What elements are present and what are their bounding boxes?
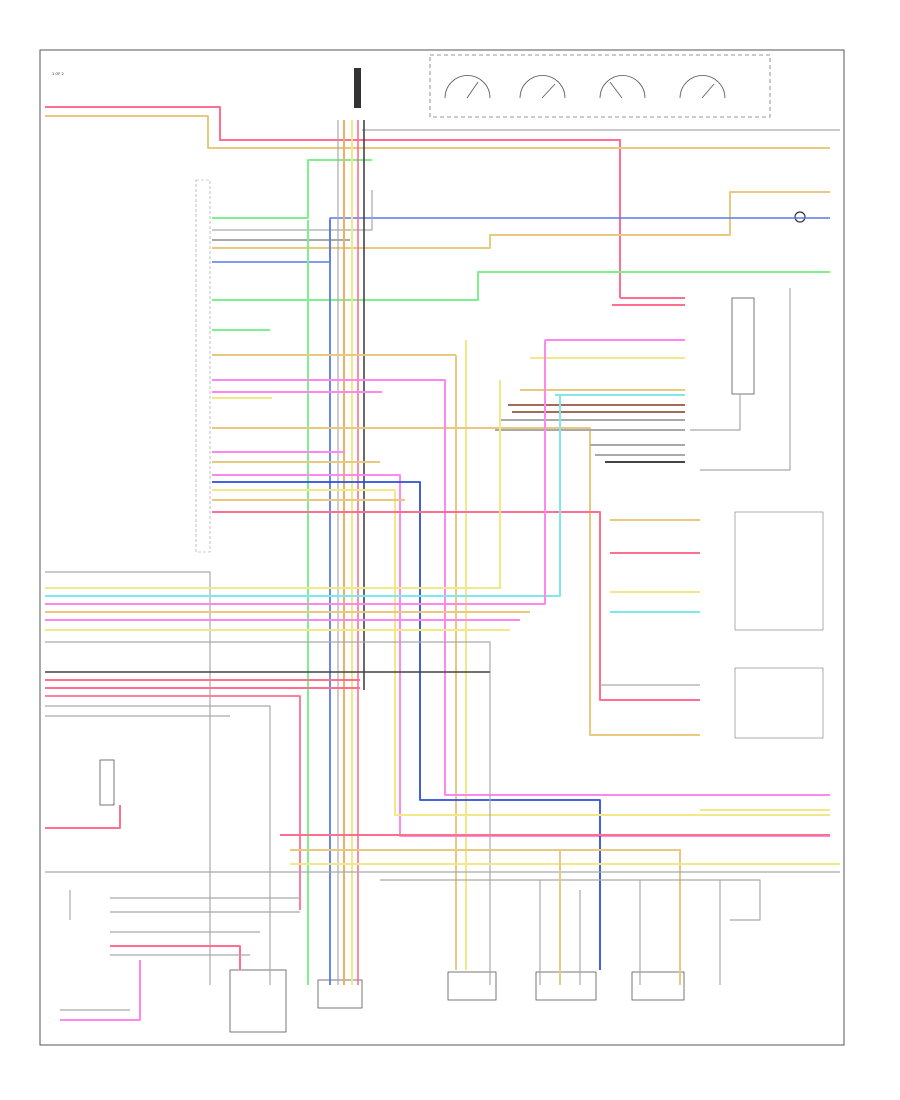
wire-dk-blue xyxy=(212,481,601,970)
wire-yellow xyxy=(212,489,830,816)
wire-tan xyxy=(45,115,830,149)
wire-gray xyxy=(380,879,761,921)
wire-yellow xyxy=(45,380,501,589)
wire-red xyxy=(45,805,121,829)
lamp-icon xyxy=(794,211,806,223)
wire-pink xyxy=(60,960,141,1021)
range-switch-box xyxy=(731,297,755,395)
wire-gray xyxy=(700,288,791,471)
wire-pink xyxy=(45,340,546,605)
wire-gray xyxy=(690,394,741,431)
bottom-component-1 xyxy=(229,969,287,1033)
wire-gray xyxy=(212,190,373,231)
wire-lt-green xyxy=(212,271,830,301)
wire-tan xyxy=(290,849,681,985)
wire-lt-green xyxy=(212,159,372,219)
wire-red xyxy=(45,695,301,910)
wire-gray xyxy=(45,571,211,985)
instrument-cluster-box xyxy=(429,54,771,118)
wire-red xyxy=(110,945,241,970)
wire-group xyxy=(45,106,840,1021)
speed-sensor-box-2 xyxy=(734,667,824,739)
wire-gray xyxy=(45,705,271,985)
wire-gray xyxy=(45,641,491,985)
wire-pink xyxy=(212,474,830,837)
diagram-frame xyxy=(39,49,845,1046)
pcm-connector-box xyxy=(195,179,211,553)
bottom-component-2 xyxy=(317,979,363,1009)
wire-lt-blue xyxy=(45,394,685,597)
bottom-component-3 xyxy=(447,971,497,1001)
corner-label: 1 OF 2 xyxy=(52,72,64,76)
bottom-component-4 xyxy=(535,971,597,1001)
left-sensor-box xyxy=(99,759,115,806)
bottom-component-5 xyxy=(631,971,685,1001)
main-connector xyxy=(354,68,361,108)
cluster-gauges xyxy=(444,75,726,99)
speed-sensor-box-1 xyxy=(734,511,824,631)
wire-red xyxy=(45,106,621,298)
wire-tan xyxy=(212,191,830,249)
wire-red xyxy=(212,511,700,701)
